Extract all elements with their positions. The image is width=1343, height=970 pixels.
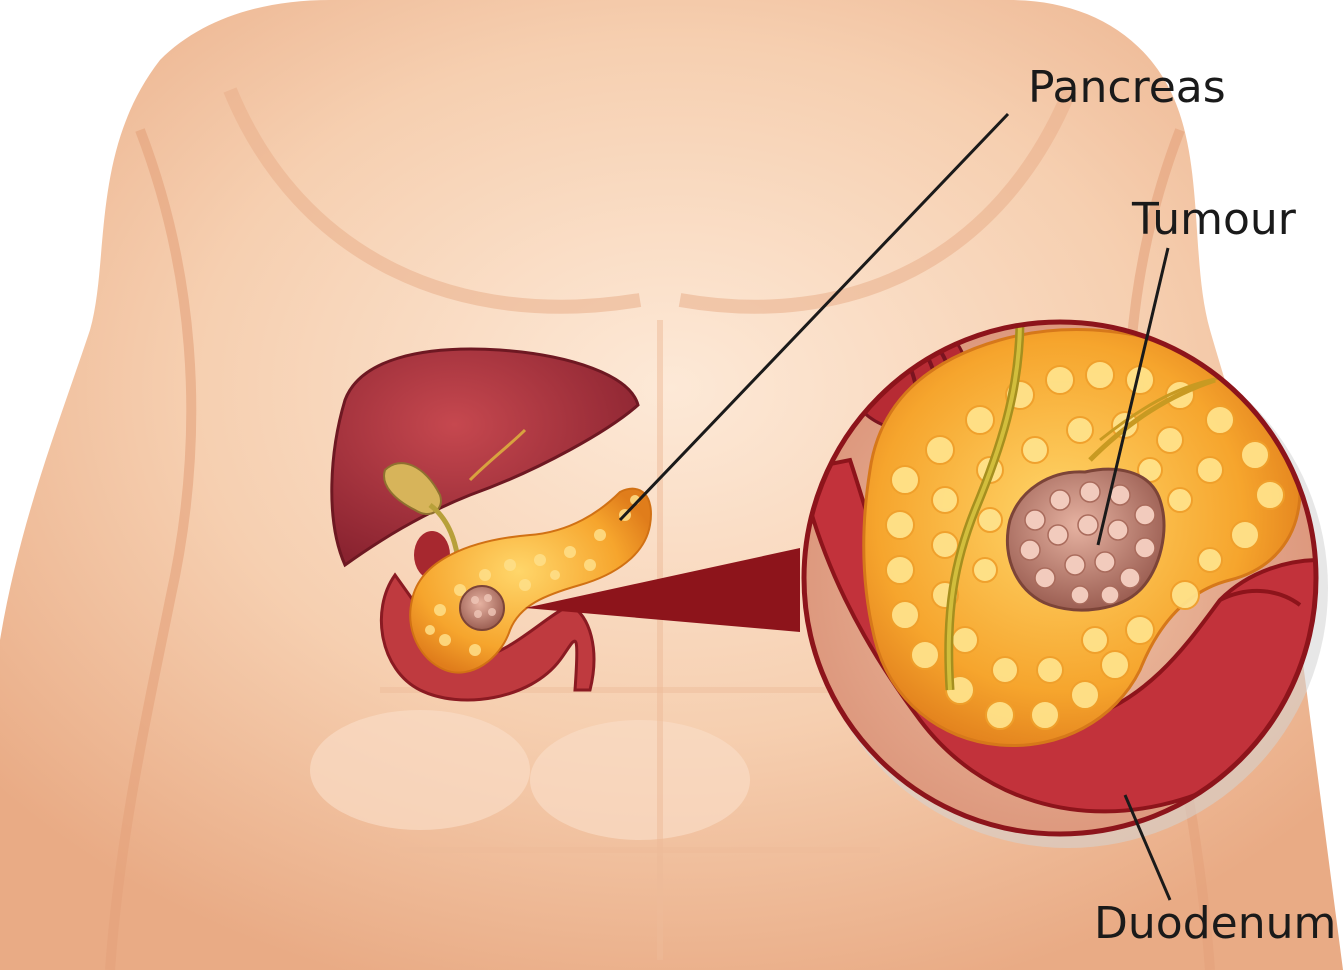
- pancreas-label: Pancreas: [1028, 66, 1226, 110]
- tumour-label: Tumour: [1132, 198, 1296, 242]
- abs-lower-left: [310, 710, 530, 830]
- duodenum-label: Duodenum: [1094, 902, 1336, 946]
- abs-lower-mid: [530, 720, 750, 840]
- tumour-small: [460, 586, 504, 630]
